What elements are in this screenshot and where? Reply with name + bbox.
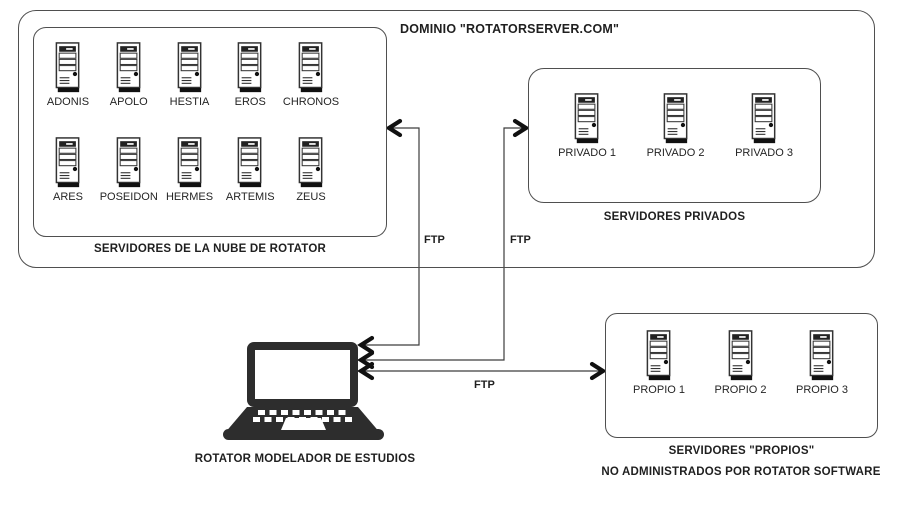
server-icon [176, 137, 204, 189]
server-ares: ARES [38, 137, 98, 203]
server-poseidon: POSEIDON [99, 137, 159, 203]
server-icon [297, 42, 325, 94]
cloud-box-caption: SERVIDORES DE LA NUBE DE ROTATOR [94, 243, 326, 255]
server-hermes: HERMES [160, 137, 220, 203]
laptop-icon [223, 342, 384, 440]
server-label: ZEUS [296, 191, 326, 203]
server-label: ADONIS [46, 96, 90, 108]
server-icon [750, 93, 778, 145]
private-server-row: PRIVADO 1 PRIVADO 2 PRIVADO 3 [552, 93, 799, 159]
server-label: EROS [234, 96, 266, 108]
arrowhead-right-icon [589, 361, 607, 381]
server-label: PRIVADO 3 [735, 147, 793, 159]
server-label: HESTIA [169, 96, 210, 108]
server-label: PRIVADO 2 [646, 147, 705, 159]
cloud-servers-box [33, 27, 387, 237]
server-artemis: ARTEMIS [220, 137, 280, 203]
server-icon [236, 42, 264, 94]
server-privado-2: PRIVADO 2 [641, 93, 711, 159]
server-propio-3: PROPIO 3 [787, 330, 857, 396]
server-icon [808, 330, 836, 382]
private-box-caption: SERVIDORES PRIVADOS [603, 211, 746, 223]
server-label: PROPIO 3 [796, 384, 848, 396]
server-eros: EROS [220, 42, 280, 108]
server-icon [645, 330, 673, 382]
ftp-label-private: FTP [510, 234, 531, 246]
server-adonis: ADONIS [38, 42, 98, 108]
server-label: POSEIDON [99, 191, 158, 203]
cloud-server-row-1: ADONIS APOLO HESTIA EROS CHRONOS [38, 42, 341, 108]
domain-box [18, 10, 875, 268]
server-label: APOLO [109, 96, 148, 108]
server-zeus: ZEUS [281, 137, 341, 203]
server-icon [727, 330, 755, 382]
server-label: PROPIO 2 [714, 384, 767, 396]
own-box-subcaption: NO ADMINISTRADOS POR ROTATOR SOFTWARE [601, 466, 881, 478]
server-icon [662, 93, 690, 145]
ftp-label-cloud: FTP [424, 234, 445, 246]
server-label: PROPIO 1 [633, 384, 685, 396]
server-apolo: APOLO [99, 42, 159, 108]
server-label: PRIVADO 1 [558, 147, 616, 159]
laptop-caption: ROTATOR MODELADOR DE ESTUDIOS [194, 453, 416, 465]
server-icon [236, 137, 264, 189]
server-icon [54, 137, 82, 189]
server-label: ARTEMIS [225, 191, 275, 203]
ftp-connection-own [357, 361, 607, 381]
server-icon [176, 42, 204, 94]
server-icon [54, 42, 82, 94]
server-label: HERMES [165, 191, 214, 203]
server-privado-3: PRIVADO 3 [729, 93, 799, 159]
server-propio-1: PROPIO 1 [624, 330, 694, 396]
server-label: CHRONOS [282, 96, 340, 108]
server-chronos: CHRONOS [281, 42, 341, 108]
server-hestia: HESTIA [160, 42, 220, 108]
own-box-caption: SERVIDORES "PROPIOS" [668, 445, 815, 457]
server-icon [297, 137, 325, 189]
own-server-row: PROPIO 1 PROPIO 2 PROPIO 3 [624, 330, 857, 396]
ftp-label-own: FTP [474, 379, 495, 391]
server-privado-1: PRIVADO 1 [552, 93, 622, 159]
server-icon [115, 42, 143, 94]
server-label: ARES [53, 191, 83, 203]
cloud-server-row-2: ARES POSEIDON HERMES ARTEMIS ZEUS [38, 137, 341, 203]
domain-title: DOMINIO "ROTATORSERVER.COM" [400, 22, 620, 36]
server-propio-2: PROPIO 2 [706, 330, 776, 396]
server-icon [115, 137, 143, 189]
server-icon [573, 93, 601, 145]
